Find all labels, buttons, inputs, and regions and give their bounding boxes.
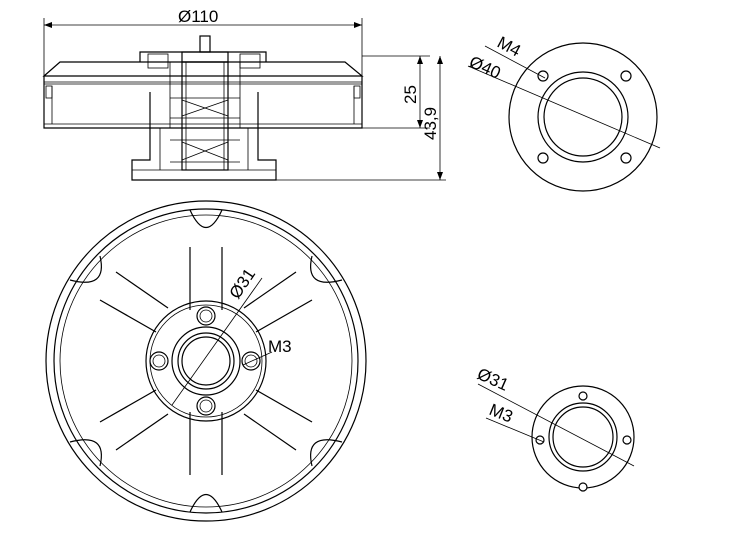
bottom-right-view: Ø31 M3 (474, 364, 635, 492)
bottom-right-thread-label: M3 (487, 400, 516, 426)
top-right-view: M4 Ø40 (466, 33, 661, 192)
side-diameter-label: Ø110 (178, 7, 218, 26)
top-right-thread-label: M4 (494, 33, 524, 61)
top-right-diameter-label: Ø40 (466, 52, 503, 82)
front-thread-label: M3 (268, 337, 292, 356)
side-view: Ø110 (42, 7, 446, 181)
front-view: Ø31 M3 (45, 200, 367, 522)
side-height-total-label: 43,9 (421, 107, 440, 140)
front-spokes (69, 209, 343, 513)
bottom-right-bolt-circle-label: Ø31 (474, 364, 511, 394)
front-bolt-circle-label: Ø31 (226, 265, 260, 302)
side-height-outer-label: 25 (401, 85, 420, 104)
